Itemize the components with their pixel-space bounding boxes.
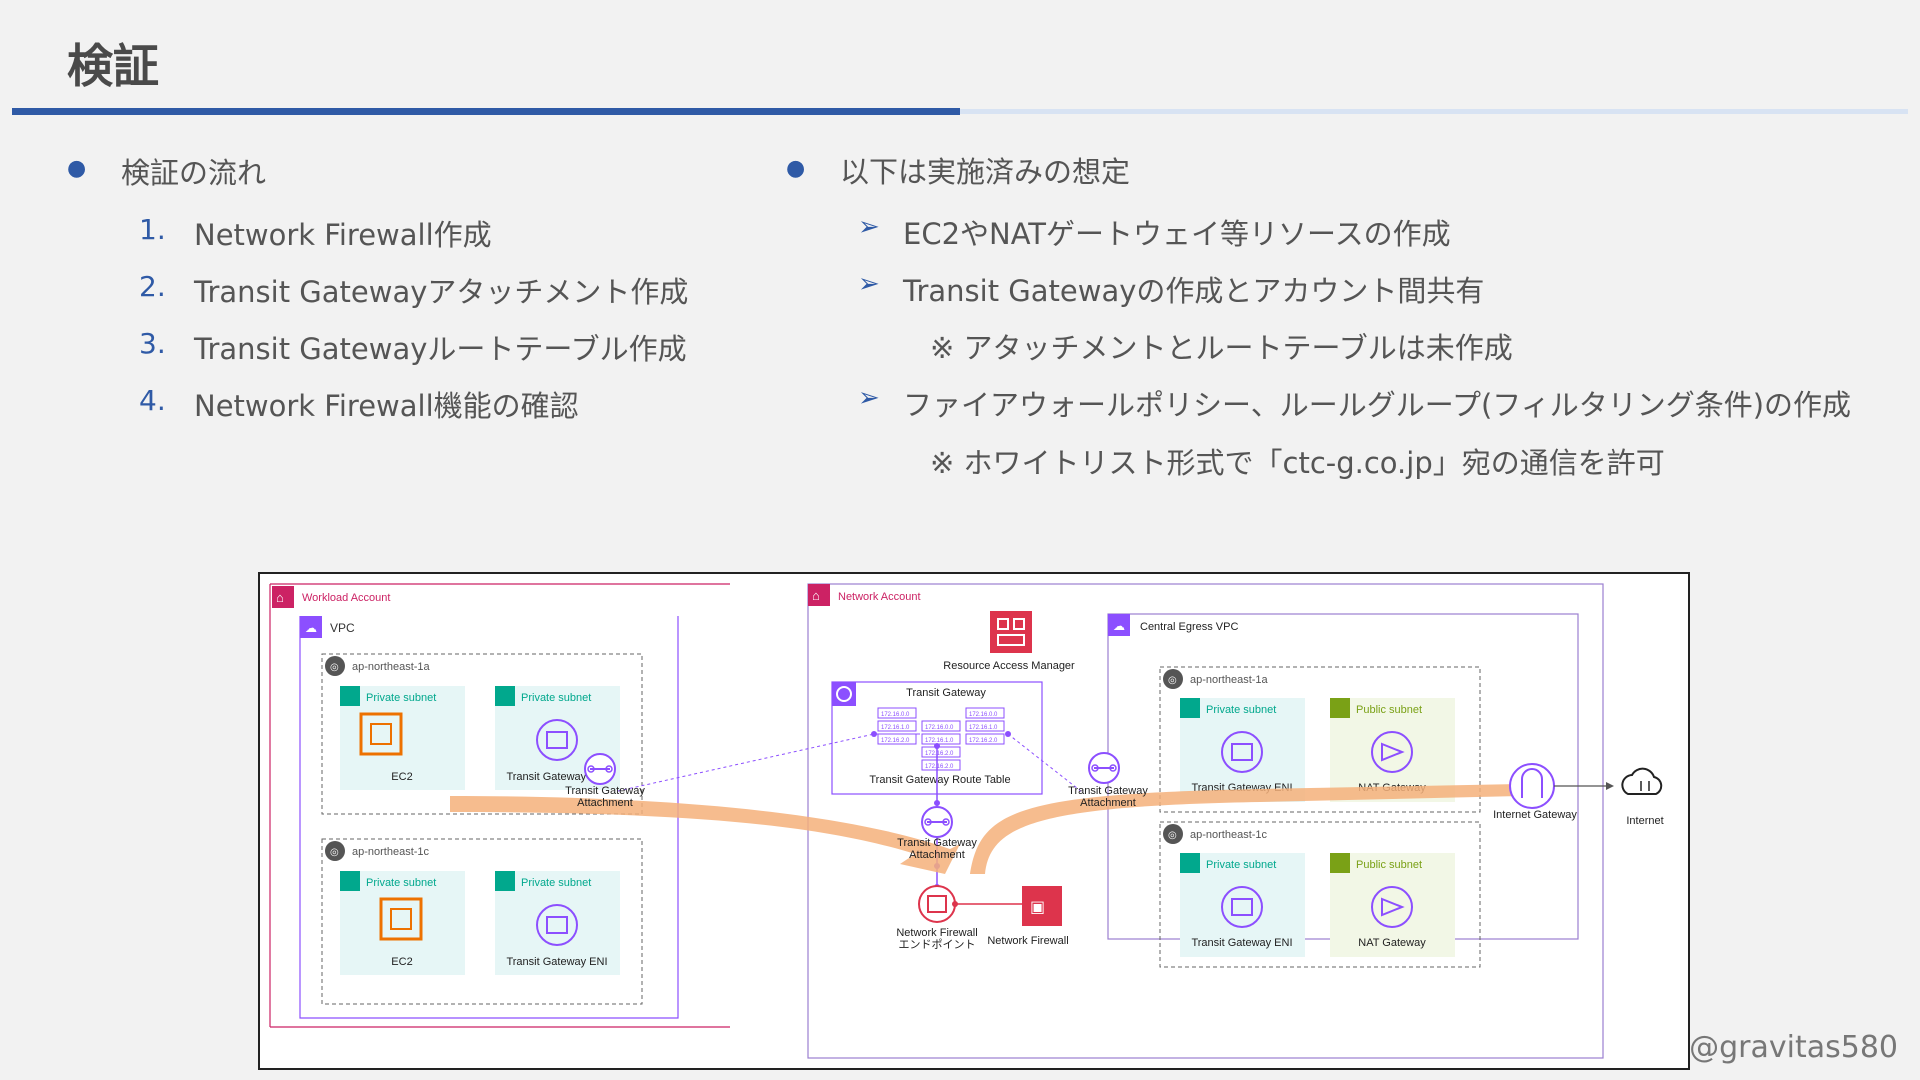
prereq-item: ファイアウォールポリシー、ルールグループ(フィルタリング条件)の作成 bbox=[903, 388, 1852, 422]
svg-text:Attachment: Attachment bbox=[577, 797, 633, 809]
private-subnet-label: Private subnet bbox=[1206, 859, 1276, 871]
tgw-attachment-network: Transit Gateway Attachment bbox=[897, 806, 977, 861]
igw-label: Internet Gateway bbox=[1493, 809, 1577, 821]
svg-text:⌂: ⌂ bbox=[812, 588, 820, 603]
step-number: 2. bbox=[139, 270, 166, 303]
step-number: 3. bbox=[139, 327, 166, 360]
public-subnet-label: Public subnet bbox=[1356, 704, 1422, 716]
tgw-eni-label: Transit Gateway ENI bbox=[506, 956, 607, 968]
svg-text:☁: ☁ bbox=[305, 621, 317, 635]
svg-text:Transit Gateway: Transit Gateway bbox=[1068, 785, 1148, 797]
svg-text:▣: ▣ bbox=[1030, 899, 1045, 916]
network-account-group: ⌂ Network Account bbox=[807, 583, 1604, 1059]
network-account-label: Network Account bbox=[838, 591, 921, 603]
svg-text:Attachment: Attachment bbox=[1080, 797, 1136, 809]
svg-text:172.16.2.0: 172.16.2.0 bbox=[925, 751, 954, 757]
step-text: Transit Gatewayアタッチメント作成 bbox=[194, 275, 689, 309]
svg-text:⌂: ⌂ bbox=[276, 590, 284, 605]
prereq-note: ※ ホワイトリスト形式で「ctc-g.co.jp」宛の通信を許可 bbox=[930, 446, 1665, 480]
svg-text:172.16.2.0: 172.16.2.0 bbox=[925, 764, 954, 770]
step-text: Network Firewall作成 bbox=[194, 218, 492, 252]
page-title: 検証 bbox=[67, 39, 159, 93]
workload-account-group: ⌂ Workload Account bbox=[269, 583, 730, 1028]
az-1c-workload: ◎ ap-northeast-1c Private subnet EC2 Pri… bbox=[321, 838, 643, 1005]
vpc-label: VPC bbox=[330, 621, 355, 635]
bullet-dot: ● bbox=[786, 156, 806, 181]
nfw-label: Network Firewall bbox=[987, 935, 1068, 947]
route-table-label: Transit Gateway Route Table bbox=[869, 774, 1010, 786]
svg-text:172.16.0.0: 172.16.0.0 bbox=[925, 725, 954, 731]
az-1a-label: ap-northeast-1a bbox=[352, 661, 431, 673]
svg-text:Transit Gateway: Transit Gateway bbox=[565, 785, 645, 797]
tgw-group: Transit Gateway 172.16.0.0 172.16.1.0 17… bbox=[831, 681, 1043, 795]
tgw-attachment-workload: Transit Gateway Attachment bbox=[565, 753, 645, 809]
left-heading: 検証の流れ bbox=[121, 156, 267, 190]
svg-text:☁: ☁ bbox=[1113, 619, 1125, 633]
right-heading: 以下は実施済みの想定 bbox=[840, 155, 1131, 189]
workload-account-label: Workload Account bbox=[302, 592, 390, 604]
ec2-label: EC2 bbox=[391, 771, 412, 783]
arrow-bullet-icon: ➢ bbox=[858, 383, 880, 413]
internet-gateway: Internet Gateway bbox=[1493, 763, 1577, 821]
bullet-dot: ● bbox=[67, 156, 87, 181]
internet-label: Internet bbox=[1626, 815, 1663, 827]
az-1c-central: ◎ ap-northeast-1c Private subnet Transit… bbox=[1159, 821, 1481, 968]
svg-text:172.16.1.0: 172.16.1.0 bbox=[969, 725, 998, 731]
ram-label: Resource Access Manager bbox=[943, 660, 1075, 672]
prereq-item: Transit Gatewayの作成とアカウント間共有 bbox=[903, 274, 1485, 308]
nat-gateway-label: NAT Gateway bbox=[1358, 937, 1426, 949]
traffic-flow-arrow bbox=[950, 770, 1550, 874]
private-subnet-label: Private subnet bbox=[366, 877, 436, 889]
watermark: @gravitas580 bbox=[1689, 1030, 1898, 1065]
ec2-label: EC2 bbox=[391, 956, 412, 968]
tgw-eni-label: Transit Gateway ENI bbox=[1191, 937, 1292, 949]
tgw-attachment-central: Transit Gateway Attachment bbox=[1068, 752, 1148, 809]
step-text: Transit Gatewayルートテーブル作成 bbox=[194, 332, 687, 366]
az-1c-label: ap-northeast-1c bbox=[352, 846, 430, 858]
nfw-endpoint: Network Firewall エンドポイント bbox=[896, 885, 1030, 951]
private-subnet-label: Private subnet bbox=[366, 692, 436, 704]
svg-text:Attachment: Attachment bbox=[909, 849, 965, 861]
svg-text:172.16.1.0: 172.16.1.0 bbox=[881, 725, 910, 731]
internet-cloud-icon: Internet bbox=[1621, 767, 1664, 827]
svg-text:◎: ◎ bbox=[1168, 675, 1177, 686]
svg-text:Transit Gateway: Transit Gateway bbox=[897, 837, 977, 849]
svg-text:エンドポイント: エンドポイント bbox=[899, 938, 976, 951]
nfw-service: ▣ Network Firewall bbox=[987, 886, 1069, 947]
step-text: Network Firewall機能の確認 bbox=[194, 389, 579, 423]
central-vpc-label: Central Egress VPC bbox=[1140, 621, 1238, 633]
svg-text:172.16.0.0: 172.16.0.0 bbox=[969, 712, 998, 718]
route-table-grid: 172.16.0.0 172.16.1.0 172.16.2.0 172.16.… bbox=[877, 707, 1005, 771]
private-subnet-label: Private subnet bbox=[1206, 704, 1276, 716]
public-subnet-label: Public subnet bbox=[1356, 859, 1422, 871]
svg-text:◎: ◎ bbox=[1168, 830, 1177, 841]
arrow-bullet-icon: ➢ bbox=[858, 269, 880, 299]
tgw-eni-label: Transit Gateway ENI bbox=[506, 771, 607, 783]
architecture-diagram: ⌂ Workload Account ☁ VPC ◎ ap-northeast-… bbox=[258, 572, 1690, 1070]
step-number: 1. bbox=[139, 213, 166, 246]
svg-text:172.16.2.0: 172.16.2.0 bbox=[881, 738, 910, 744]
private-subnet-label: Private subnet bbox=[521, 692, 591, 704]
arrow-bullet-icon: ➢ bbox=[858, 212, 880, 242]
svg-text:172.16.0.0: 172.16.0.0 bbox=[881, 712, 910, 718]
az-1a-label: ap-northeast-1a bbox=[1190, 674, 1269, 686]
prereq-note: ※ アタッチメントとルートテーブルは未作成 bbox=[930, 331, 1513, 365]
step-number: 4. bbox=[139, 384, 166, 417]
svg-text:◎: ◎ bbox=[330, 847, 339, 858]
title-underline-light bbox=[960, 109, 1908, 114]
title-underline-dark bbox=[12, 108, 960, 115]
ram-group: Resource Access Manager bbox=[943, 611, 1075, 672]
svg-text:Network Firewall: Network Firewall bbox=[896, 927, 977, 939]
tgw-label: Transit Gateway bbox=[906, 687, 986, 699]
diagram-svg: ⌂ Workload Account ☁ VPC ◎ ap-northeast-… bbox=[269, 583, 1664, 1059]
traffic-flow-arrow bbox=[450, 796, 960, 874]
svg-text:◎: ◎ bbox=[330, 662, 339, 673]
svg-text:172.16.2.0: 172.16.2.0 bbox=[969, 738, 998, 744]
svg-text:172.16.1.0: 172.16.1.0 bbox=[925, 738, 954, 744]
az-1c-label: ap-northeast-1c bbox=[1190, 829, 1268, 841]
prereq-item: EC2やNATゲートウェイ等リソースの作成 bbox=[903, 217, 1451, 251]
private-subnet-label: Private subnet bbox=[521, 877, 591, 889]
